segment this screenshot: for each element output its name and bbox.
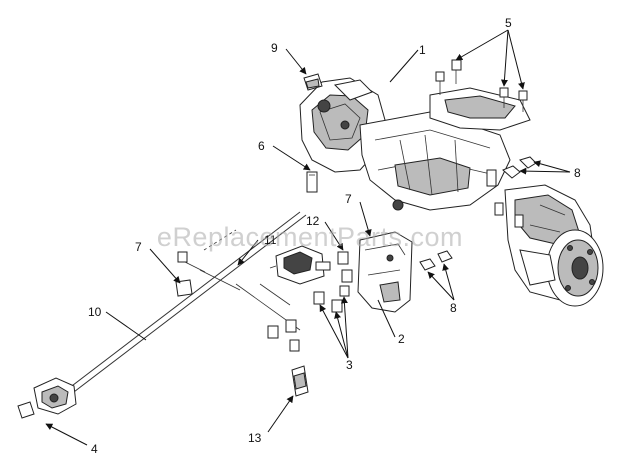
callout-10: 10: [88, 305, 102, 319]
callout-9: 9: [271, 41, 278, 55]
leader-8d: [442, 263, 455, 301]
axle-housing: [299, 77, 604, 307]
bushings: [313, 251, 353, 313]
callout-7b: 7: [135, 240, 142, 254]
leader-6: [272, 145, 311, 171]
leader-4: [45, 423, 88, 446]
callout-12: 12: [306, 214, 320, 228]
clamps: [267, 319, 300, 352]
leader-7a: [359, 201, 372, 237]
callout-5: 5: [505, 16, 512, 30]
callout-6: 6: [258, 139, 265, 153]
leader-8c: [427, 271, 455, 301]
hydraulic-motor: [269, 245, 331, 285]
callout-4: 4: [91, 442, 98, 456]
leader-5b: [500, 29, 509, 87]
left-fittings: [175, 251, 241, 297]
callout-8a: 8: [574, 166, 581, 180]
callout-7a: 7: [345, 192, 352, 206]
callout-8b: 8: [450, 301, 457, 315]
leader-3b: [334, 311, 349, 359]
leader-3a: [319, 304, 349, 359]
callout-leaders: [45, 29, 571, 446]
pivot-pin: [306, 171, 318, 193]
callout-11: 11: [264, 233, 277, 247]
leader-11: [237, 239, 259, 266]
hydraulic-fitting: [291, 365, 309, 397]
leader-5a: [455, 29, 509, 61]
leader-10: [105, 311, 147, 341]
mounting-bolts: [435, 59, 528, 112]
leader-8a: [519, 167, 571, 175]
leader-5c: [507, 29, 525, 90]
universal-joint: [17, 377, 77, 419]
leader-3c: [340, 296, 349, 359]
callout-1: 1: [419, 43, 426, 57]
drive-shaft: [59, 211, 307, 399]
callout-3: 3: [346, 358, 353, 372]
callout-13: 13: [248, 431, 262, 445]
callout-2: 2: [398, 332, 405, 346]
leader-12: [324, 221, 344, 251]
callout-labels: 1 2 3 4 5 6 7 7 8 8 9 10 11 12 13: [88, 16, 581, 456]
leader-2: [377, 299, 396, 338]
leader-7b: [149, 248, 181, 284]
nuts-lower: [419, 250, 453, 271]
leader-9: [285, 48, 307, 75]
leader-8b: [533, 160, 571, 173]
gearbox-bracket: [357, 231, 413, 313]
leader-13: [267, 395, 294, 433]
grease-cap: [303, 73, 323, 91]
leader-1: [389, 49, 419, 83]
